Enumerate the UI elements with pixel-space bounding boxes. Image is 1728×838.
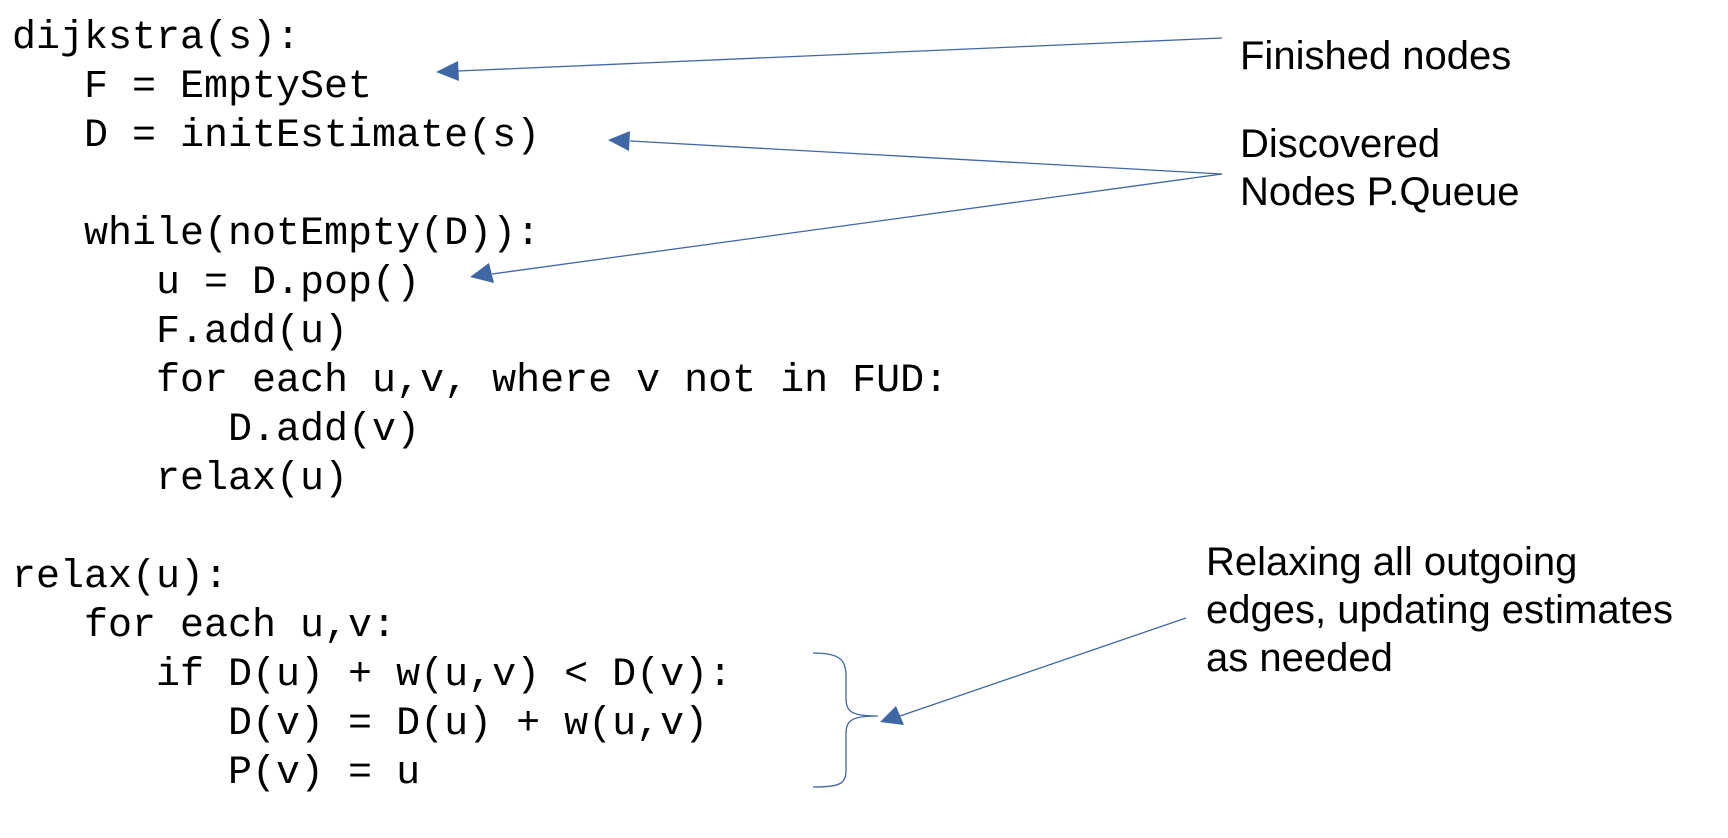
code-line-update-parent: P(v) = u	[12, 751, 421, 796]
code-line-for-each-edge: for each u,v:	[12, 604, 397, 649]
annotation-discovered-nodes: Discovered Nodes P.Queue	[1240, 120, 1519, 216]
code-line-pop: u = D.pop()	[12, 261, 421, 306]
annotation-line: edges, updating estimates	[1206, 588, 1673, 632]
code-line-for-each-neighbor: for each u,v, where v not in FUD:	[12, 359, 949, 404]
code-line-d-add: D.add(v)	[12, 408, 421, 453]
code-line-if-shorter: if D(u) + w(u,v) < D(v):	[12, 653, 733, 698]
annotation-line: Finished nodes	[1240, 34, 1512, 78]
code-line-blank	[12, 161, 948, 210]
annotation-line: Relaxing all outgoing	[1206, 540, 1578, 584]
annotation-line: Discovered	[1240, 122, 1441, 166]
code-line-d-init: D = initEstimate(s)	[12, 114, 541, 159]
code-line-f-init: F = EmptySet	[12, 65, 373, 110]
pseudocode-block: dijkstra(s): F = EmptySet D = initEstima…	[12, 14, 948, 798]
code-line-relax-call: relax(u)	[12, 457, 349, 502]
code-line-dijkstra-def: dijkstra(s):	[12, 16, 301, 61]
code-line-blank	[12, 504, 948, 553]
annotation-finished-nodes: Finished nodes	[1240, 32, 1511, 80]
annotation-line: Nodes P.Queue	[1240, 170, 1520, 214]
annotation-line: as needed	[1206, 636, 1393, 680]
code-line-while: while(notEmpty(D)):	[12, 212, 541, 257]
code-line-f-add: F.add(u)	[12, 310, 349, 355]
code-line-update-estimate: D(v) = D(u) + w(u,v)	[12, 702, 709, 747]
annotation-relaxing-edges: Relaxing all outgoing edges, updating es…	[1206, 538, 1673, 682]
code-line-relax-def: relax(u):	[12, 555, 229, 600]
